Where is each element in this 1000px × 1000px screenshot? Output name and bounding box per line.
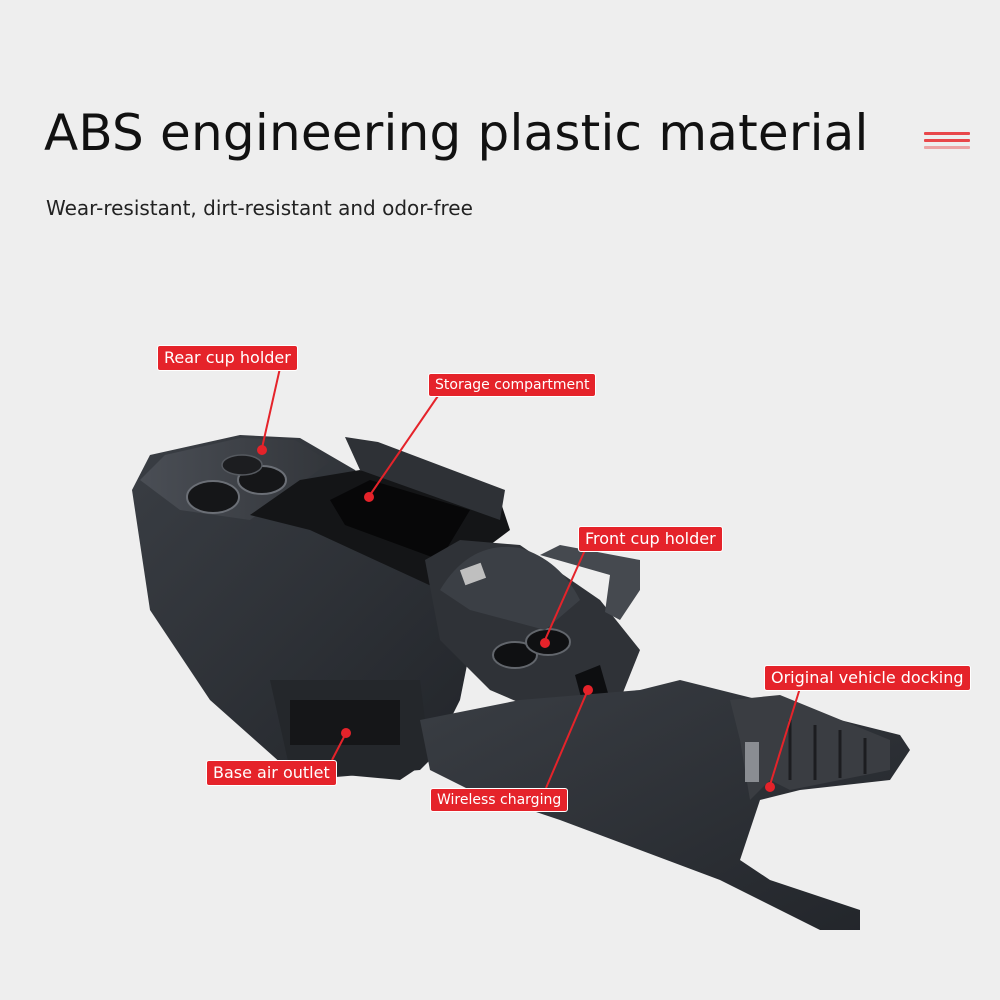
menu-line bbox=[924, 139, 970, 142]
storage-lid bbox=[345, 437, 505, 520]
callout-storage-compartment: Storage compartment bbox=[428, 373, 597, 397]
hamburger-menu-icon[interactable] bbox=[924, 132, 972, 156]
rear-cup-hole bbox=[221, 454, 263, 476]
menu-line bbox=[924, 146, 970, 149]
callout-original-vehicle-docking: Original vehicle docking bbox=[764, 665, 971, 691]
callout-front-cup-holder: Front cup holder bbox=[578, 526, 723, 552]
page-subtitle: Wear-resistant, dirt-resistant and odor-… bbox=[46, 196, 473, 220]
menu-line bbox=[924, 132, 970, 135]
air-outlet bbox=[290, 700, 400, 745]
callout-rear-cup-holder: Rear cup holder bbox=[157, 345, 298, 371]
front-cup-hole bbox=[492, 641, 538, 669]
docking-cutout bbox=[730, 695, 890, 800]
callout-base-air-outlet: Base air outlet bbox=[206, 760, 337, 786]
rear-cup-hole bbox=[186, 480, 240, 514]
callout-wireless-charging: Wireless charging bbox=[430, 788, 569, 812]
callout-leaders bbox=[257, 367, 801, 792]
dome-vent bbox=[459, 562, 487, 586]
mount-bracket bbox=[540, 545, 640, 620]
docking-clip bbox=[745, 742, 759, 782]
docking-ribs bbox=[788, 720, 867, 780]
page-title: ABS engineering plastic material bbox=[44, 104, 869, 162]
